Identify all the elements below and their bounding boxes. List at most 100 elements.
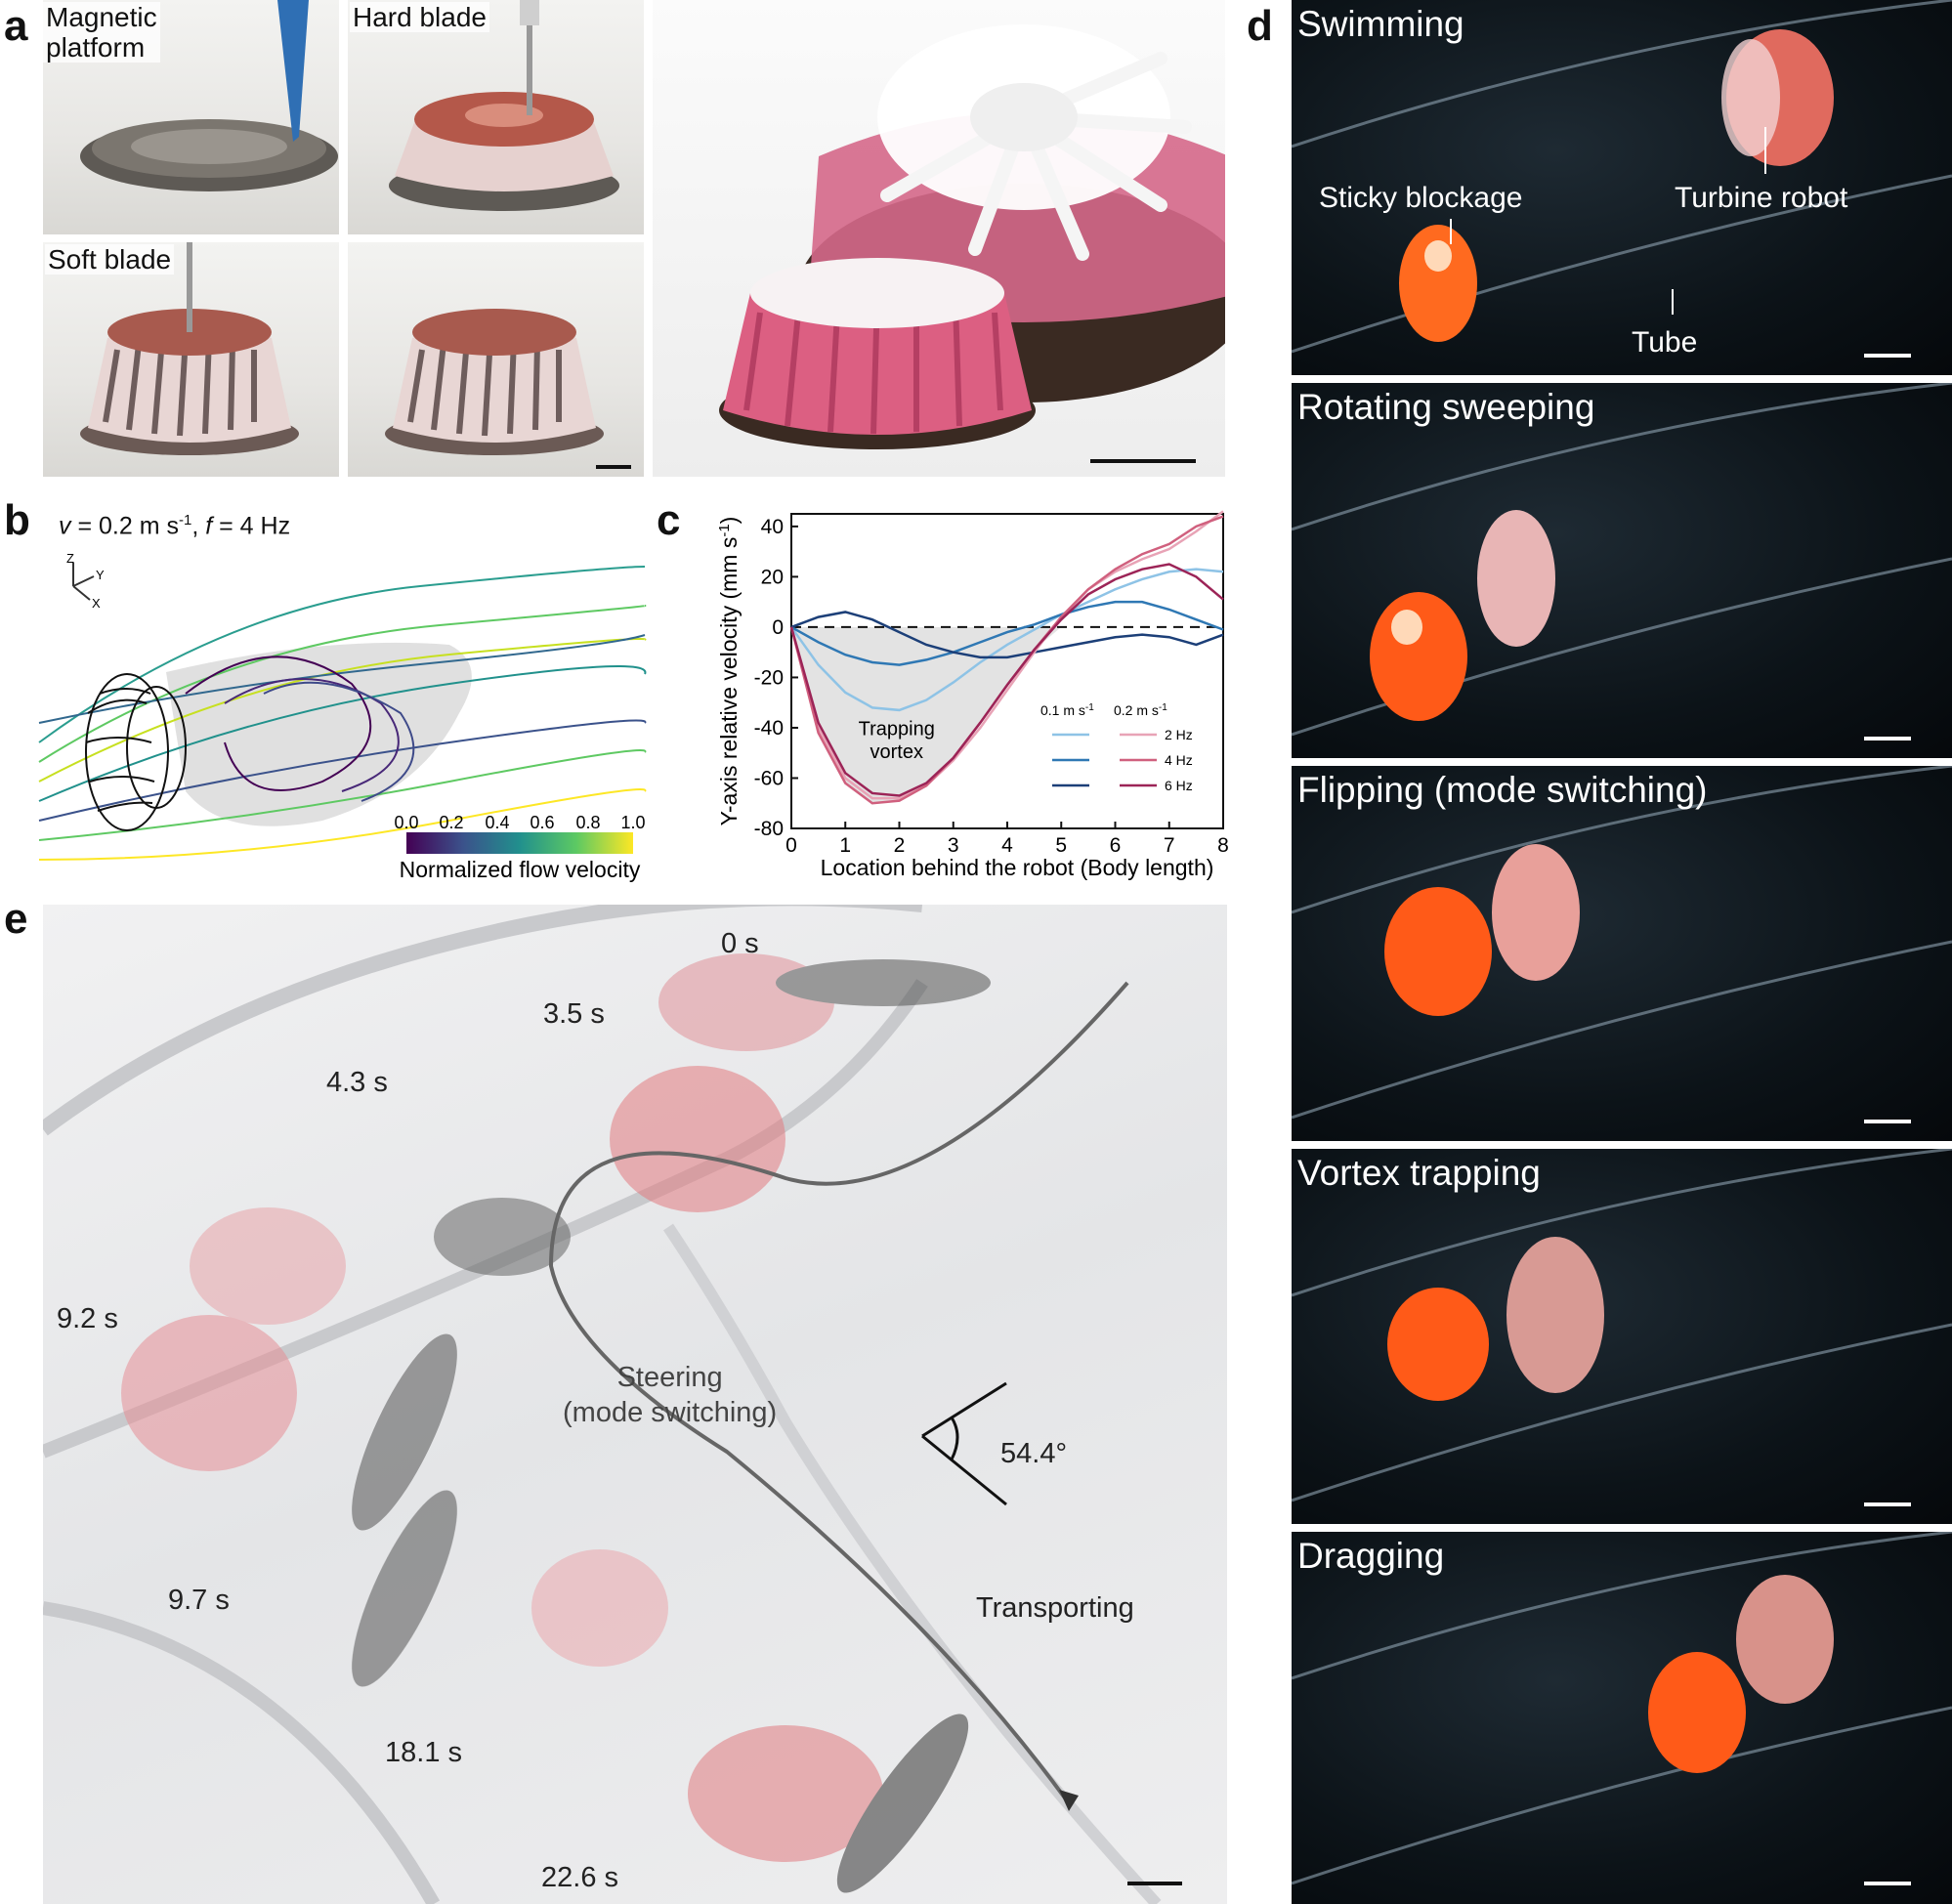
x-tick-label: 0 <box>785 834 797 857</box>
condition-v-unit-exponent: -1 <box>178 512 192 529</box>
panel-letter-c: c <box>657 496 681 544</box>
trapping-region <box>791 626 1062 804</box>
frame-title-vortex-trapping: Vortex trapping <box>1297 1153 1541 1193</box>
legend-frequency-label: 4 Hz <box>1165 752 1193 768</box>
swimming-scene <box>1292 0 1952 354</box>
legend-frequency-label: 2 Hz <box>1165 727 1193 742</box>
frame-title-flipping: Flipping (mode switching) <box>1297 770 1708 810</box>
soft-blade-illustration <box>80 242 299 455</box>
axis-y-label: Y <box>96 568 105 582</box>
y-tick-label: 40 <box>761 516 784 538</box>
legend-header-high-speed: 0.2 m s-1 <box>1114 702 1167 718</box>
frame-swimming: Swimming Sticky blockage Turbine robot T… <box>1292 0 1952 375</box>
x-tick-label: 5 <box>1055 834 1067 857</box>
two-robots-illustration <box>719 24 1225 449</box>
colorbar-tick: 0.4 <box>485 813 509 832</box>
photo-hard-blade: Hard blade <box>348 0 644 234</box>
rotating-sweeping-scene <box>1292 383 1952 737</box>
scale-bar-a1 <box>596 465 631 469</box>
series-line <box>789 563 1224 797</box>
wake-region <box>166 642 472 826</box>
condition-separator: , <box>191 512 206 540</box>
path-arrowhead <box>1059 1790 1079 1811</box>
series-line <box>790 600 1224 666</box>
time-label-22-6s: 22.6 s <box>541 1862 618 1893</box>
flipping-scene <box>1292 766 1952 1120</box>
colorbar-tick: 0.0 <box>394 813 418 832</box>
frame-flipping: Flipping (mode switching) <box>1292 766 1952 1141</box>
flow-condition: v = 0.2 m s-1, f = 4 Hz <box>59 512 290 540</box>
x-tick-label: 4 <box>1001 834 1013 857</box>
condition-v-value: = 0.2 m s <box>70 512 179 540</box>
series-line <box>790 611 1224 659</box>
frame-title-rotating-sweeping: Rotating sweeping <box>1297 387 1595 427</box>
label-soft-blade: Soft blade <box>45 244 175 275</box>
condition-f-symbol: f <box>205 512 213 540</box>
y-tick-label: 20 <box>761 566 784 588</box>
frame-dragging: Dragging <box>1292 1532 1952 1904</box>
axes-indicator <box>72 563 95 601</box>
scale-bar-d5 <box>1864 1882 1911 1885</box>
y-tick-label: -40 <box>754 717 784 740</box>
label-steering: Steering (mode switching) <box>563 1362 778 1428</box>
photo-completed-robot <box>348 242 644 477</box>
axis-x-label: X <box>92 596 101 611</box>
photo-soft-blade: Soft blade <box>43 242 339 477</box>
condition-f-value: = 4 Hz <box>212 512 291 540</box>
streamline-diagram: Z Y X <box>38 551 647 882</box>
robot-trajectory-frames <box>121 953 991 1893</box>
frame-vortex-trapping: Vortex trapping <box>1292 1149 1952 1524</box>
y-tick-label: -80 <box>754 818 784 840</box>
y-tick-label: -60 <box>754 767 784 789</box>
scale-bar-d3 <box>1864 1120 1911 1123</box>
scale-bar-a2 <box>1090 459 1196 463</box>
panel-letter-d: d <box>1247 2 1273 50</box>
photo-two-turbine-robots <box>653 0 1225 477</box>
vortex-trapping-scene <box>1292 1149 1952 1502</box>
turbine-wireframe <box>85 673 187 831</box>
completed-robot-illustration <box>385 309 604 455</box>
time-label-4-3s: 4.3 s <box>326 1067 388 1098</box>
angle-marker <box>921 1381 1007 1506</box>
x-axis-label: Location behind the robot (Body length) <box>821 855 1214 880</box>
leader-line-robot <box>1764 127 1766 174</box>
annotation-line-2: vortex <box>870 741 923 763</box>
time-label-9-2s: 9.2 s <box>57 1303 118 1334</box>
colorbar-label: Normalized flow velocity <box>400 857 641 882</box>
series-line <box>789 568 1224 712</box>
panel-letter-e: e <box>4 895 28 943</box>
panel-letter-b: b <box>4 496 30 544</box>
legend-frequency-label: 6 Hz <box>1165 778 1193 793</box>
colorbar-tick: 1.0 <box>620 813 645 832</box>
label-transporting: Transporting <box>976 1592 1134 1624</box>
time-label-18-1s: 18.1 s <box>385 1737 462 1768</box>
leader-line-tube <box>1672 289 1674 315</box>
series-line <box>789 510 1224 800</box>
annotation-line-1: Trapping <box>859 719 935 740</box>
scale-bar-e <box>1127 1882 1182 1885</box>
label-turbine-robot: Turbine robot <box>1675 182 1848 214</box>
x-tick-label: 8 <box>1217 834 1229 857</box>
legend-header-low-speed: 0.1 m s-1 <box>1040 702 1094 718</box>
colorbar-tick: 0.2 <box>439 813 463 832</box>
x-tick-label: 2 <box>894 834 906 857</box>
colorbar <box>406 832 633 854</box>
panel-letter-a: a <box>4 2 28 50</box>
panel-e-photo: 0 s 3.5 s 4.3 s 9.2 s 9.7 s 18.1 s 22.6 … <box>43 905 1227 1904</box>
steering-path <box>548 981 1129 1805</box>
dragging-scene <box>1292 1532 1952 1885</box>
scale-bar-d1 <box>1864 354 1911 358</box>
x-tick-label: 1 <box>839 834 851 857</box>
frame-title-swimming: Swimming <box>1297 4 1464 44</box>
frame-title-dragging: Dragging <box>1297 1536 1445 1576</box>
colorbar-tick: 0.6 <box>530 813 554 832</box>
label-angle: 54.4° <box>1000 1438 1068 1469</box>
label-sticky-blockage: Sticky blockage <box>1319 182 1523 214</box>
label-magnetic-platform: Magnetic platform <box>43 2 160 63</box>
hard-blade-illustration <box>389 0 619 211</box>
photo-magnetic-platform: Magnetic platform <box>43 0 339 234</box>
y-tick-label: 0 <box>772 616 784 639</box>
frame-rotating-sweeping: Rotating sweeping <box>1292 383 1952 758</box>
leader-line-blockage <box>1450 219 1452 244</box>
colorbar-tick: 0.8 <box>575 813 600 832</box>
